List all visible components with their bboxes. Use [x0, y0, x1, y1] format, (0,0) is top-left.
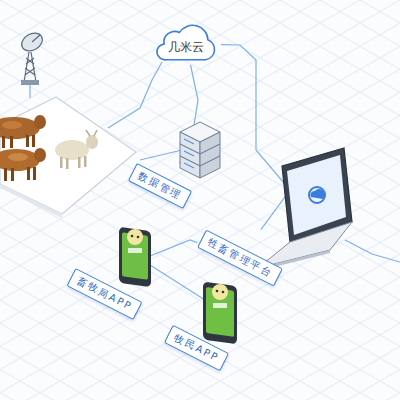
- cloud-node: 几米云: [151, 23, 221, 65]
- phone: [119, 227, 151, 287]
- antenna-tower: [18, 30, 45, 85]
- label-tag: 牲畜管理平台: [197, 230, 283, 287]
- laptop: [258, 148, 352, 271]
- label-tag: 数据管理: [128, 163, 192, 209]
- goat: [55, 130, 98, 169]
- tag-label: 畜牧局APP: [74, 274, 135, 314]
- label-tag: 畜牧局APP: [66, 268, 142, 320]
- cow: [0, 115, 46, 148]
- tag-label: 牲畜管理平台: [205, 235, 276, 280]
- phone: [203, 282, 237, 345]
- connector-line: [221, 45, 290, 230]
- tag-label: 牧民APP: [171, 331, 221, 366]
- tag-label: 数据管理: [135, 169, 184, 203]
- server-stack: [180, 122, 220, 178]
- cloud-label: 几米云: [151, 39, 221, 56]
- cow: [0, 148, 46, 181]
- label-tag: 牧民APP: [163, 325, 228, 371]
